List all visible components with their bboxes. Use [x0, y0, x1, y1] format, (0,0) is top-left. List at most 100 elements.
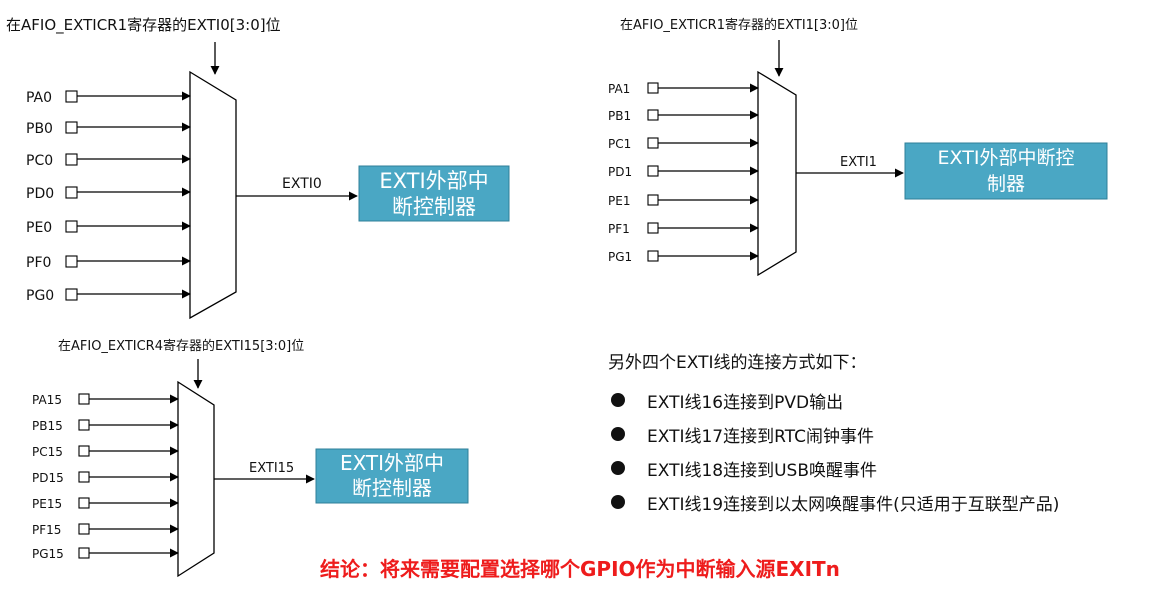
pin-terminal — [647, 165, 659, 177]
bullet-icon — [611, 393, 625, 407]
pin-label: PB1 — [608, 109, 631, 123]
list-item-text: EXTI线19连接到以太网唤醒事件(只适用于互联型产品) — [647, 494, 1060, 515]
pin-label: PG15 — [32, 547, 64, 561]
input-row: PC0 — [26, 153, 191, 169]
pin-label: PD0 — [26, 186, 54, 202]
pin-terminal — [78, 547, 90, 559]
input-row: PC15 — [32, 445, 179, 459]
pin-terminal — [647, 222, 659, 234]
input-row: PA0 — [26, 90, 191, 106]
exti-controller-box — [315, 448, 469, 504]
pin-terminal — [78, 419, 90, 431]
pin-label: PA0 — [26, 90, 52, 106]
pin-label: PF15 — [32, 523, 61, 537]
input-row: PG15 — [32, 547, 179, 561]
conclusion-text: 结论：将来需要配置选择哪个GPIO作为中断输入源EXITn — [320, 557, 840, 581]
controller-label-line1: EXTI外部中断控 — [938, 147, 1075, 169]
input-row: PA15 — [32, 393, 179, 407]
pin-label: PC15 — [32, 445, 63, 459]
list-item: EXTI线19连接到以太网唤醒事件(只适用于互联型产品) — [608, 485, 1059, 519]
input-row: PA1 — [608, 82, 759, 96]
list-item: EXTI线17连接到RTC闹钟事件 — [608, 417, 1059, 451]
mux-group-exti0: 在AFIO_EXTICR1寄存器的EXTI0[3:0]位 PA0 PB0 PC0… — [6, 16, 510, 320]
pin-terminal — [647, 194, 659, 206]
bullet-icon — [611, 495, 625, 509]
pin-terminal — [65, 255, 78, 268]
bullet-icon — [611, 427, 625, 441]
pin-label: PD1 — [608, 165, 632, 179]
pin-terminal — [78, 471, 90, 483]
controller-label-line1: EXTI外部中 — [379, 169, 488, 193]
input-row: PF15 — [32, 523, 179, 537]
pin-terminal — [647, 109, 659, 121]
pin-label: PC1 — [608, 137, 631, 151]
mux-title-exti0: 在AFIO_EXTICR1寄存器的EXTI0[3:0]位 — [6, 16, 281, 35]
pin-terminal — [65, 220, 78, 233]
exti-controller-box — [904, 142, 1108, 200]
pin-label: PG0 — [26, 288, 54, 304]
input-row: PD1 — [608, 165, 759, 179]
notes-heading: 另外四个EXTI线的连接方式如下： — [608, 353, 867, 373]
input-row: PE15 — [32, 497, 179, 511]
pin-label: PA1 — [608, 82, 630, 96]
input-row: PD15 — [32, 471, 179, 485]
multiplexer — [189, 70, 237, 320]
pin-label: PC0 — [26, 153, 53, 169]
pin-terminal — [78, 393, 90, 405]
controller-label-line2: 断控制器 — [352, 476, 432, 500]
mux-group-exti1: 在AFIO_EXTICR1寄存器的EXTI1[3:0]位 PA1 PB1 PC1… — [608, 17, 1108, 277]
controller-label-line1: EXTI外部中 — [340, 451, 444, 475]
pin-terminal — [65, 90, 78, 103]
pin-label: PB15 — [32, 419, 63, 433]
pin-label: PF1 — [608, 222, 630, 236]
list-item-text: EXTI线18连接到USB唤醒事件 — [647, 460, 878, 481]
controller-label-line2: 制器 — [987, 173, 1025, 195]
pin-label: PB0 — [26, 121, 53, 137]
input-row: PB0 — [26, 121, 191, 137]
notes-list: EXTI线16连接到PVD输出 EXTI线17连接到RTC闹钟事件 EXTI线1… — [608, 383, 1059, 519]
pin-terminal — [78, 445, 90, 457]
list-item-text: EXTI线16连接到PVD输出 — [647, 392, 844, 413]
controller-label-line2: 断控制器 — [392, 195, 476, 219]
input-row: PB15 — [32, 419, 179, 433]
input-row: PE0 — [26, 220, 191, 236]
list-item: EXTI线18连接到USB唤醒事件 — [608, 451, 1059, 485]
pin-terminal — [65, 121, 78, 134]
pin-label: PF0 — [26, 255, 51, 271]
input-row: PE1 — [608, 194, 759, 208]
input-row: PD0 — [26, 186, 191, 202]
input-row: PC1 — [608, 137, 759, 151]
input-row: PG0 — [26, 288, 191, 304]
pin-terminal — [65, 153, 78, 166]
pin-label: PE0 — [26, 220, 52, 236]
pin-label: PG1 — [608, 250, 632, 264]
output-label: EXTI15 — [249, 461, 294, 476]
pin-terminal — [647, 137, 659, 149]
output-label: EXTI0 — [282, 176, 322, 192]
input-row: PF1 — [608, 222, 759, 236]
other-exti-lines-notes: 另外四个EXTI线的连接方式如下： EXTI线16连接到PVD输出 EXTI线1… — [608, 348, 1059, 519]
pin-label: PD15 — [32, 471, 64, 485]
mux-title-exti1: 在AFIO_EXTICR1寄存器的EXTI1[3:0]位 — [620, 17, 858, 33]
pin-terminal — [647, 82, 659, 94]
input-row: PF0 — [26, 255, 191, 271]
list-item: EXTI线16连接到PVD输出 — [608, 383, 1059, 417]
pin-terminal — [65, 186, 78, 199]
output-label: EXTI1 — [840, 155, 877, 170]
list-item-text: EXTI线17连接到RTC闹钟事件 — [647, 426, 874, 447]
mux-group-exti15: 在AFIO_EXTICR4寄存器的EXTI15[3:0]位 PA15 PB15 … — [32, 338, 469, 578]
pin-terminal — [65, 288, 78, 301]
multiplexer — [177, 380, 215, 578]
exti-controller-box — [358, 165, 510, 222]
input-row: PB1 — [608, 109, 759, 123]
bullet-icon — [611, 461, 625, 475]
mux-title-exti15: 在AFIO_EXTICR4寄存器的EXTI15[3:0]位 — [58, 338, 304, 354]
multiplexer — [757, 70, 797, 277]
pin-terminal — [78, 497, 90, 509]
pin-label: PE1 — [608, 194, 630, 208]
input-row: PG1 — [608, 250, 759, 264]
pin-label: PA15 — [32, 393, 62, 407]
pin-terminal — [78, 523, 90, 535]
pin-label: PE15 — [32, 497, 62, 511]
